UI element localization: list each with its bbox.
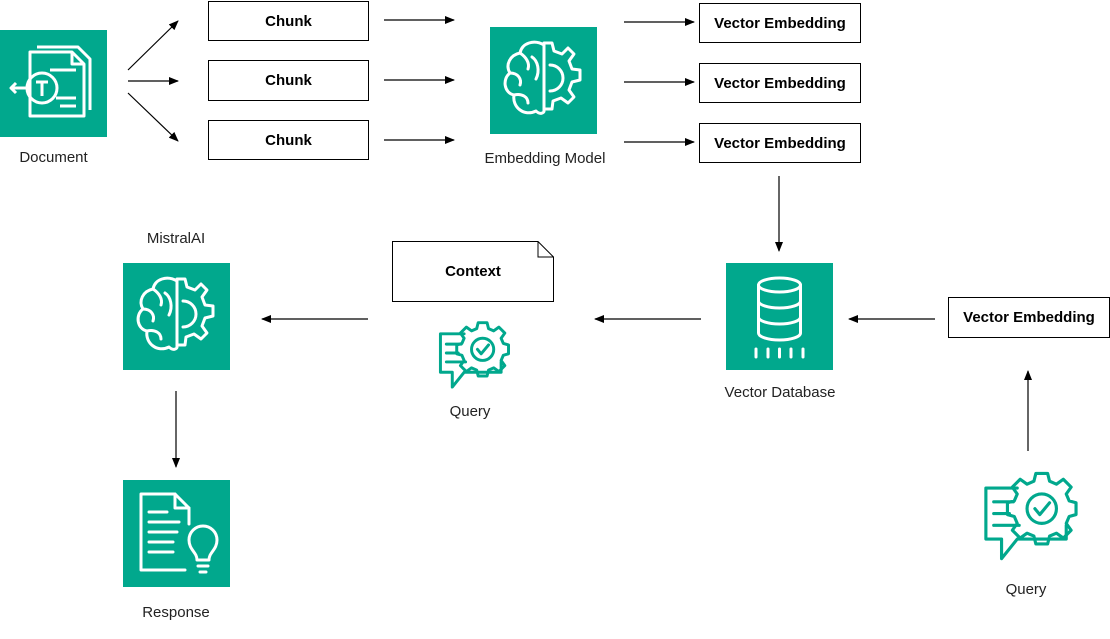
user-query-icon: [980, 470, 1078, 565]
document-search-icon: [9, 45, 92, 118]
chunk-box-2: Chunk: [208, 60, 369, 101]
chunk-box-1: Chunk: [208, 1, 369, 41]
vector-embedding-box-1: Vector Embedding: [699, 3, 861, 43]
query-vector-embedding-box: Vector Embedding: [948, 297, 1110, 338]
embedding-model-label: Embedding Model: [484, 150, 606, 167]
arrow-document-to-chunk-3: [127, 92, 179, 142]
vector-embedding-box-2: Vector Embedding: [699, 63, 861, 103]
vector-database-label: Vector Database: [724, 384, 836, 401]
llm-label: MistralAI: [146, 230, 206, 247]
context-query-label: Query: [449, 403, 491, 420]
response-tile: [123, 480, 230, 587]
vector-embedding-box-3: Vector Embedding: [699, 123, 861, 163]
document-lightbulb-icon: [139, 492, 219, 574]
response-label: Response: [142, 604, 210, 621]
chat-gear-check-icon: [438, 321, 510, 389]
brain-gear-icon: [503, 40, 582, 115]
database-icon: [754, 276, 805, 359]
arrow-document-to-chunk-1: [127, 20, 179, 71]
context-label: Context: [445, 263, 501, 280]
brain-gear-icon: [136, 276, 215, 351]
llm-tile: [123, 263, 230, 370]
user-query-label: Query: [1005, 581, 1047, 598]
context-note: Context: [392, 241, 554, 302]
document-tile: [0, 30, 107, 137]
vector-database-tile: [726, 263, 833, 370]
note-shape: [392, 241, 554, 302]
chunk-box-3: Chunk: [208, 120, 369, 160]
document-label: Document: [19, 149, 88, 166]
embedding-model-tile: [490, 27, 597, 134]
context-query-icon: [436, 320, 510, 392]
chat-gear-check-icon: [984, 471, 1078, 561]
